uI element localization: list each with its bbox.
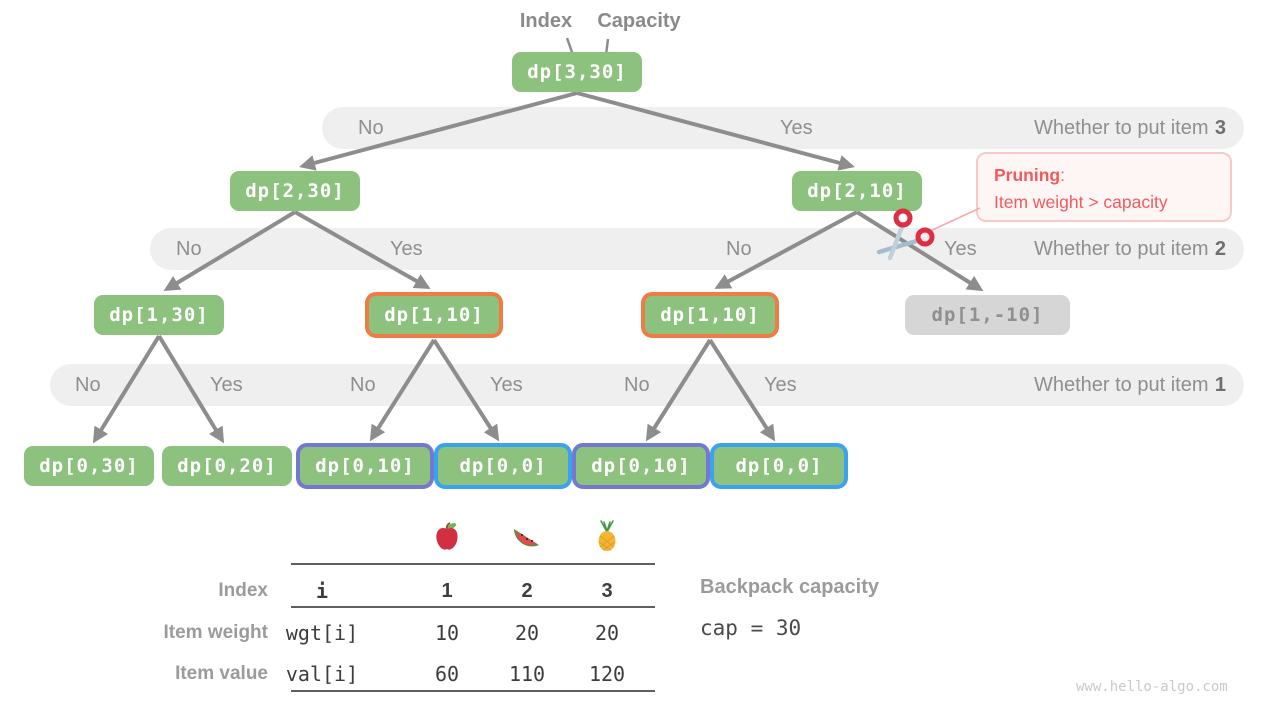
- band1-yes2-label: Yes: [490, 374, 523, 396]
- band2-no1-label: No: [176, 238, 202, 260]
- band2-yes1-label: Yes: [390, 238, 423, 260]
- table-weight-3: 20: [594, 621, 620, 645]
- index-pointer-label: Index: [519, 10, 573, 32]
- tree-edge: [294, 210, 431, 289]
- table-index-2: 2: [521, 580, 533, 602]
- node-dp-0-10-left: dp[0,10]: [296, 443, 434, 489]
- table-value-1: 60: [434, 662, 460, 686]
- watermark: www.hello-algo.com: [1076, 679, 1228, 695]
- table-weight-1: 10: [434, 621, 460, 645]
- node-dp-0-30: dp[0,30]: [24, 446, 154, 486]
- tree-edge: [855, 210, 984, 292]
- tree-edge: [714, 210, 858, 289]
- band1-no2-label: No: [350, 374, 376, 396]
- band1-yes1-label: Yes: [210, 374, 243, 396]
- node-dp-1-10-right: dp[1,10]: [641, 292, 779, 338]
- node-dp-0-20: dp[0,20]: [162, 446, 292, 486]
- capacity-pointer-label: Capacity: [597, 10, 681, 32]
- node-dp-0-0-right: dp[0,0]: [710, 443, 848, 489]
- table-rule-bottom: [291, 690, 655, 692]
- backpack-capacity-value: cap = 30: [700, 616, 802, 640]
- band1-yes3-label: Yes: [764, 374, 797, 396]
- scissors-icon: [876, 207, 981, 261]
- tree-edge: [92, 334, 161, 444]
- table-col1-val: val[i]: [285, 662, 359, 686]
- table-col1-wgt: wgt[i]: [285, 621, 359, 645]
- band2-yes2-label: Yes: [944, 238, 977, 260]
- node-dp-1-neg10: dp[1,-10]: [905, 295, 1070, 335]
- band2-no2-label: No: [726, 238, 752, 260]
- pruning-text: Item weight > capacity: [994, 192, 1168, 212]
- node-dp-0-0-left: dp[0,0]: [434, 443, 572, 489]
- tree-edge: [157, 334, 225, 444]
- band3-yes-label: Yes: [780, 117, 813, 139]
- table-rowheader-weight: Item weight: [163, 622, 268, 643]
- band1-no1-label: No: [75, 374, 101, 396]
- pruning-connector-line: [927, 207, 981, 233]
- node-dp-3-30: dp[3,30]: [512, 52, 642, 92]
- tree-edge: [576, 91, 855, 171]
- table-value-2: 110: [508, 662, 546, 686]
- tree-edge: [645, 338, 712, 442]
- node-dp-1-30: dp[1,30]: [94, 295, 224, 335]
- backpack-capacity-label: Backpack capacity: [700, 576, 880, 598]
- table-index-3: 3: [601, 580, 613, 602]
- band1-no3-label: No: [624, 374, 650, 396]
- node-dp-2-30: dp[2,30]: [230, 171, 360, 211]
- table-rowheader-index: Index: [218, 580, 268, 601]
- tree-edge: [299, 91, 578, 171]
- node-dp-0-10-right: dp[0,10]: [572, 443, 710, 489]
- apple-icon: [436, 522, 458, 550]
- table-col1-i: i: [315, 579, 329, 603]
- table-rule-top: [291, 563, 655, 565]
- pruning-title: Pruning:: [994, 165, 1065, 185]
- table-value-3: 120: [588, 662, 626, 686]
- tree-edge: [163, 210, 297, 292]
- node-dp-1-10-left: dp[1,10]: [365, 292, 503, 338]
- band3-no-label: No: [358, 117, 384, 139]
- node-dp-2-10: dp[2,10]: [792, 171, 922, 211]
- table-weight-2: 20: [514, 621, 540, 645]
- tree-edge: [369, 338, 436, 442]
- tree-edge: [708, 338, 776, 442]
- watermelon-icon: [514, 529, 539, 547]
- table-index-1: 1: [441, 580, 453, 602]
- table-rowheader-value: Item value: [175, 663, 268, 684]
- table-rule-mid: [291, 606, 655, 608]
- tree-edge: [432, 338, 500, 442]
- band-item-1: No Yes No Yes No Yes Whether to put item…: [50, 364, 1244, 406]
- tree-edges: [92, 37, 984, 444]
- pruning-callout: Pruning: Item weight > capacity: [976, 152, 1232, 222]
- pineapple-icon: [598, 520, 616, 551]
